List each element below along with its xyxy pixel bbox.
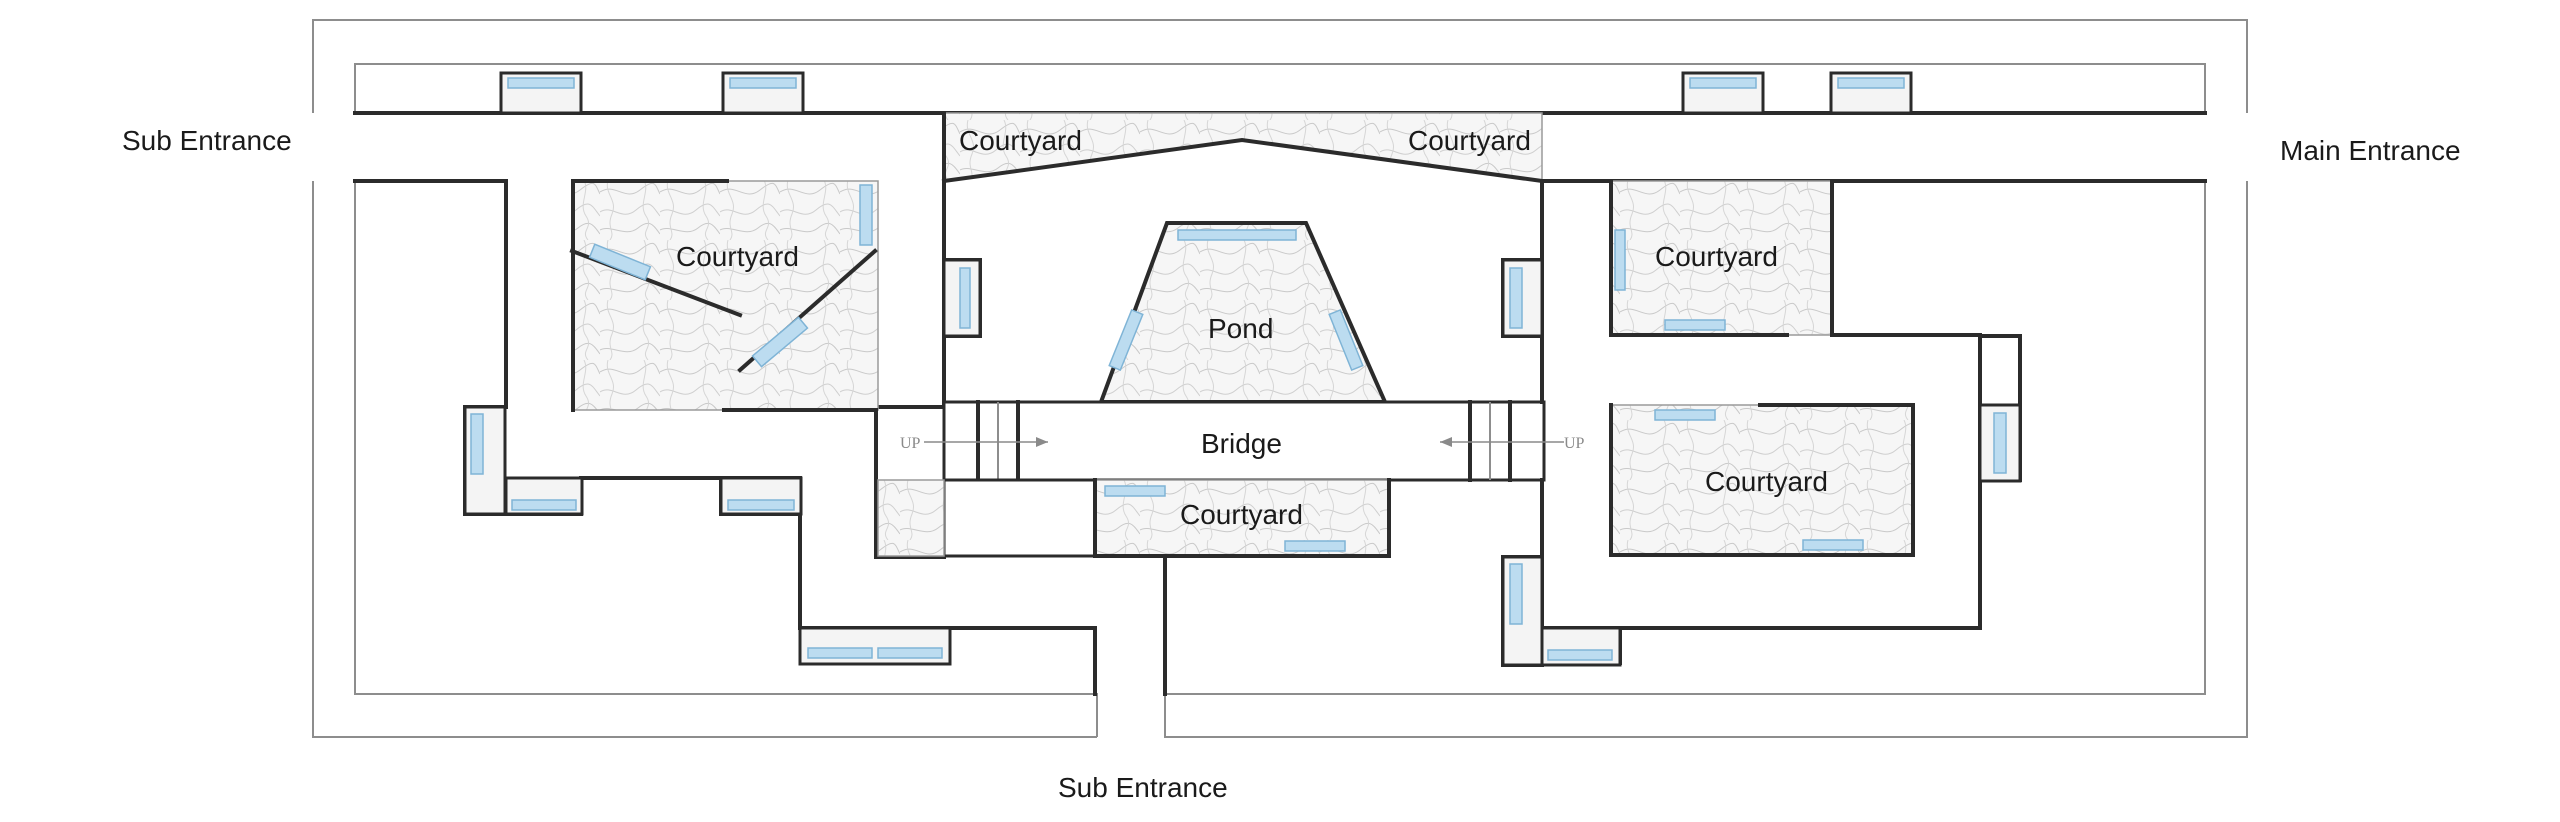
label-sub-entrance-bottom: Sub Entrance [1058, 772, 1228, 803]
site-boundary [312, 19, 2248, 738]
label-pond: Pond [1208, 313, 1273, 344]
windows [463, 71, 2022, 667]
label-courtyard-east-lower: Courtyard [1705, 466, 1828, 497]
label-courtyard-top-right: Courtyard [1408, 125, 1531, 156]
label-courtyard-top-left: Courtyard [959, 125, 1082, 156]
courtyard-east-lower [1609, 403, 1915, 557]
label-courtyard-east-upper: Courtyard [1655, 241, 1778, 272]
label-courtyard-west: Courtyard [676, 241, 799, 272]
courtyard-east-upper [1609, 179, 1982, 337]
label-stair-left-up: UP [900, 435, 921, 452]
bridge [924, 400, 1564, 482]
label-stair-right-up: UP [1564, 435, 1585, 452]
label-sub-entrance-left: Sub Entrance [122, 125, 292, 156]
label-courtyard-south: Courtyard [1180, 499, 1303, 530]
courtyard-west [569, 179, 879, 412]
label-bridge: Bridge [1201, 428, 1282, 459]
courtyard-south [877, 478, 1391, 696]
label-main-entrance: Main Entrance [2280, 135, 2461, 166]
